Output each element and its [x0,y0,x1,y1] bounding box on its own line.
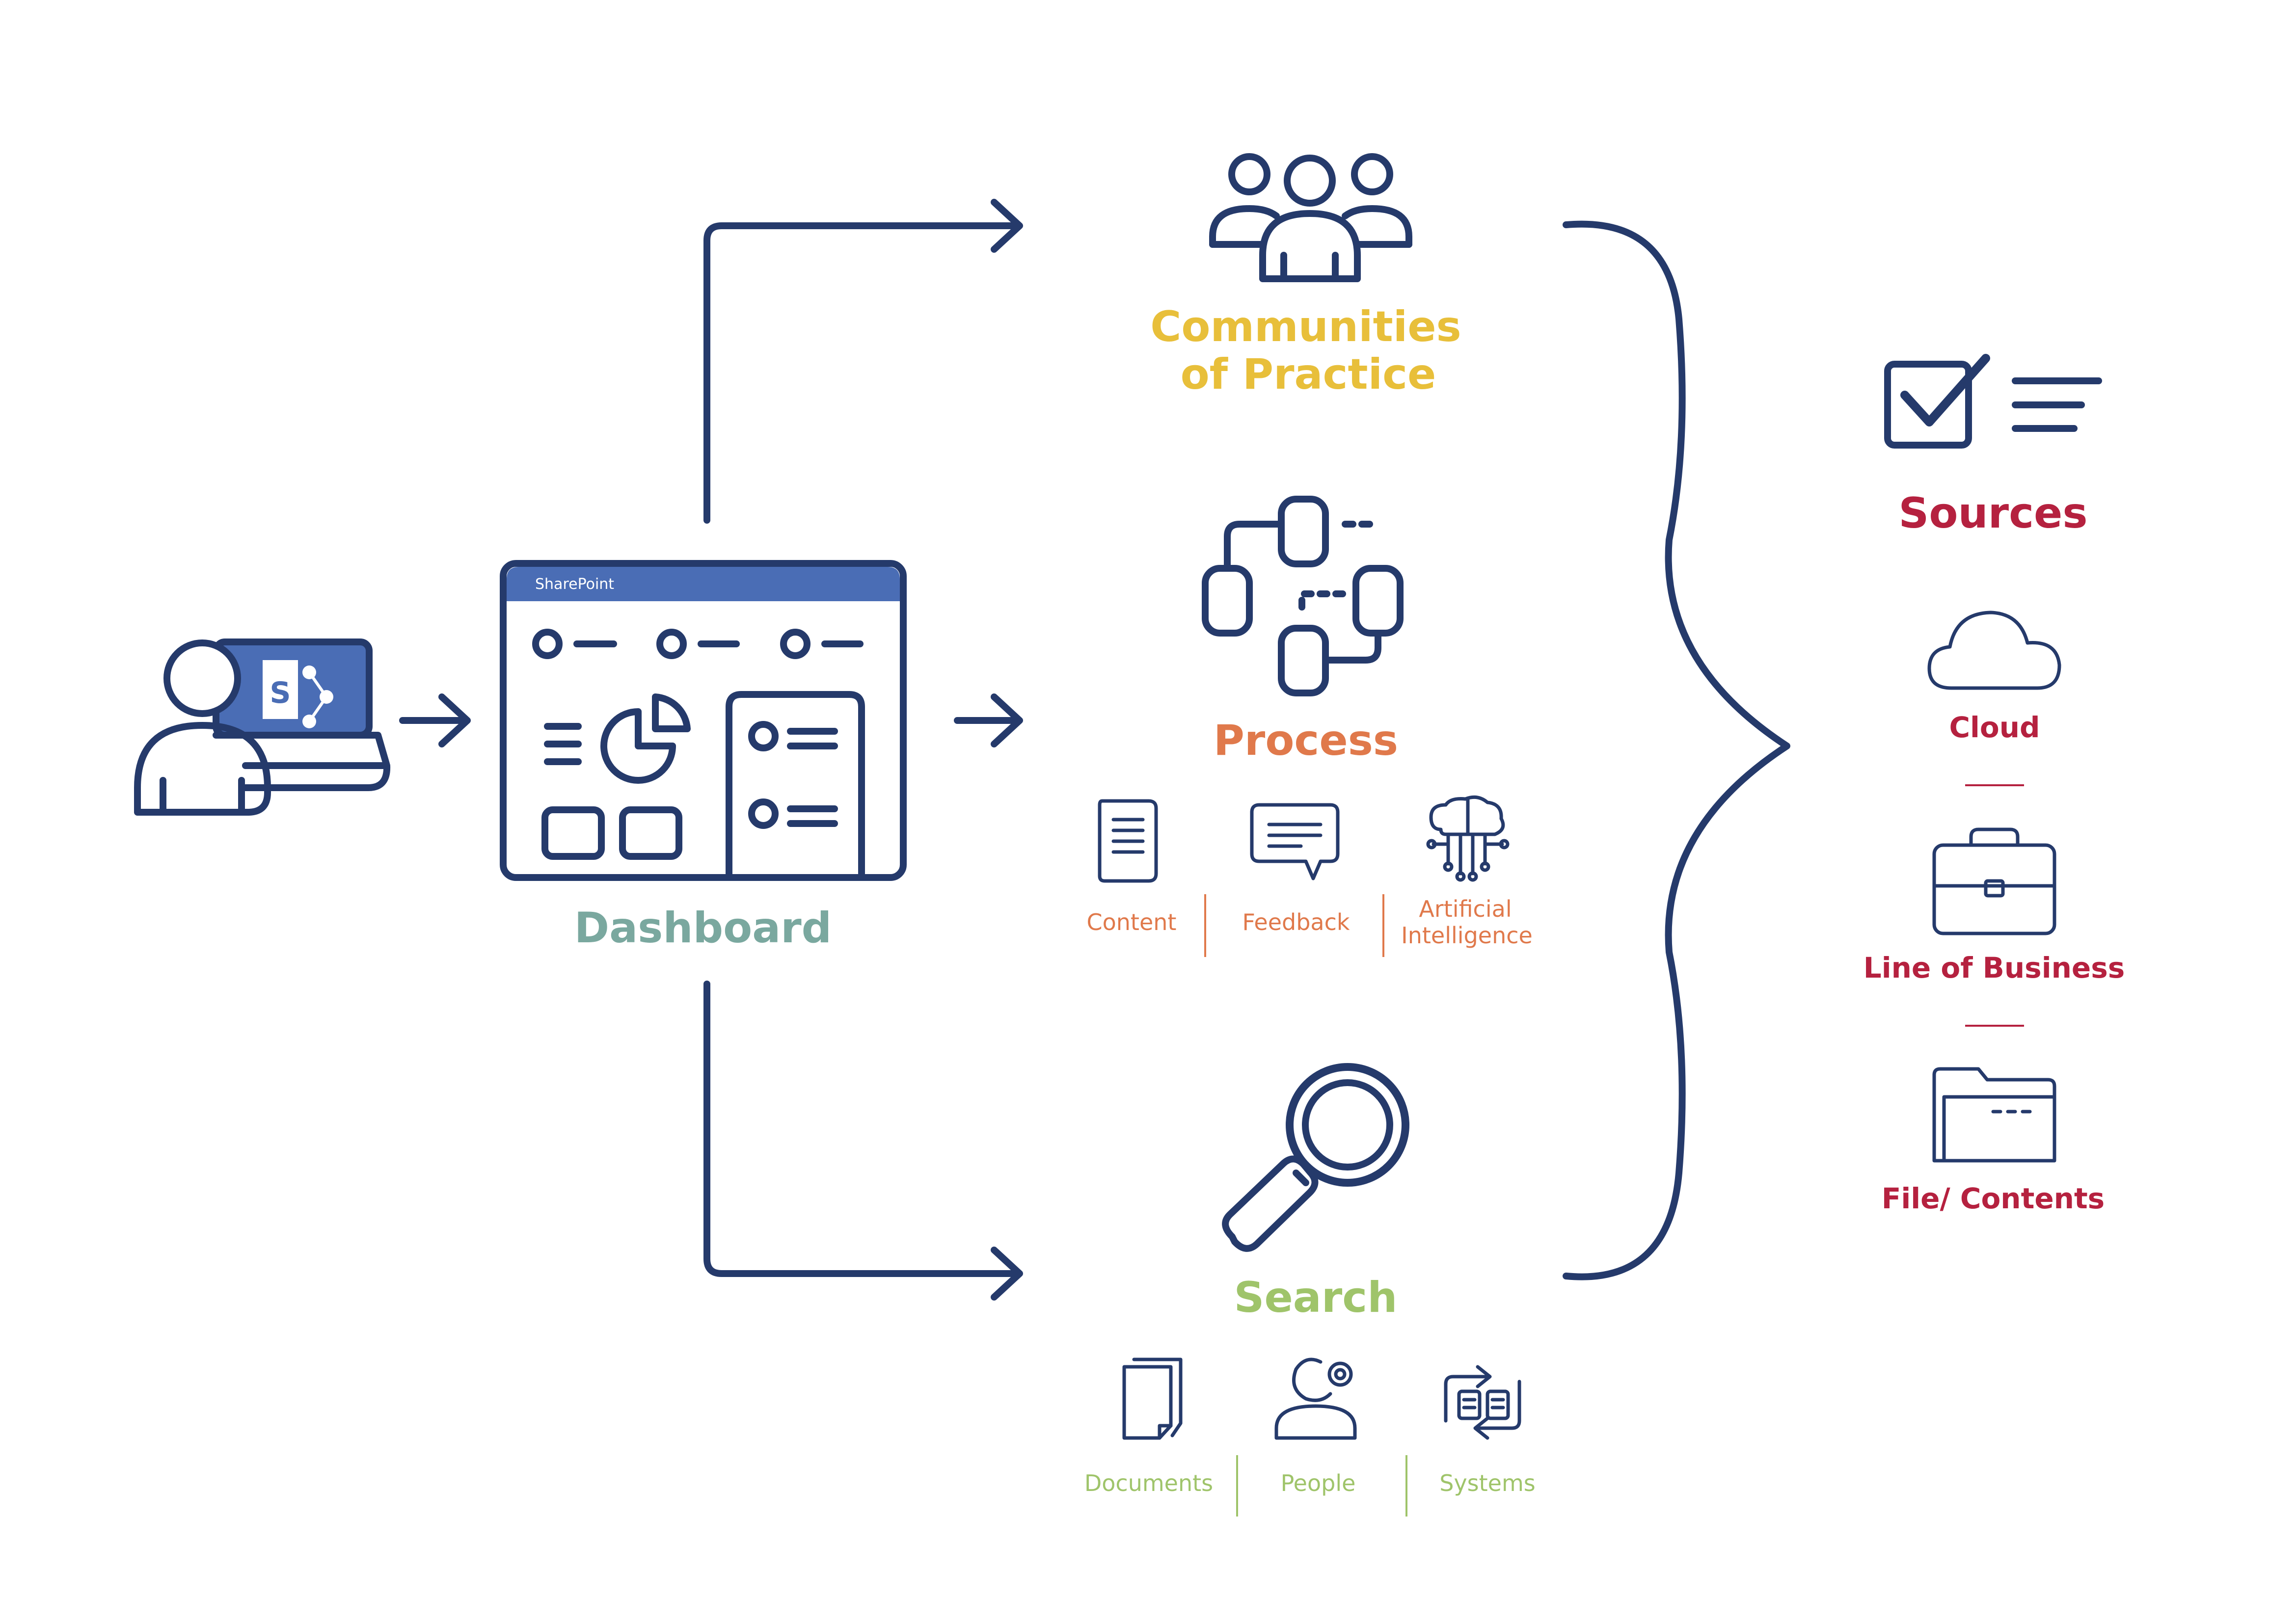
cloud-icon [1927,611,2061,690]
folder-icon [1932,1067,2056,1163]
group-icon [1209,153,1412,282]
speech-bubble-icon [1250,803,1340,880]
process-item-ai-line2: Intelligence [1401,922,1533,949]
arrow-to-dashboard [399,693,471,747]
process-flow-icon [1202,496,1404,696]
curly-brace [1563,220,1790,1280]
arrow-to-communities [703,199,1023,524]
dashboard-label: Dashboard [574,904,832,953]
dashboard-window: SharePoint [500,560,907,881]
user-laptop-sharepoint-icon: S [134,639,391,816]
briefcase-icon [1932,827,2056,935]
search-item-documents: Documents [1084,1470,1213,1496]
sources-item-files: File/ Contents [1882,1182,2105,1215]
window-title: SharePoint [535,576,614,593]
checklist-icon [1884,354,2102,449]
arrow-to-search [703,981,1023,1301]
process-item-feedback: Feedback [1242,909,1350,935]
sources-item-cloud: Cloud [1949,711,2040,744]
process-item-content: Content [1087,909,1177,935]
search-label: Search [1234,1273,1398,1322]
search-item-systems: Systems [1439,1470,1536,1496]
document-icon [1098,799,1158,883]
magnifier-icon [1222,1063,1409,1252]
sources-title: Sources [1898,489,2087,538]
arrow-to-process [954,693,1023,747]
documents-icon [1122,1357,1183,1440]
communities-label-line2: of Practice [1181,350,1436,399]
process-item-ai-line1: Artificial [1419,896,1512,922]
systems-sync-icon [1444,1365,1521,1440]
person-gear-icon [1274,1357,1357,1440]
search-item-people: People [1281,1470,1356,1496]
ai-brain-icon [1426,795,1510,882]
sources-item-lob: Line of Business [1864,951,2125,984]
svg-text:S: S [270,676,291,710]
communities-label-line1: Communities [1150,302,1461,351]
process-label: Process [1214,716,1398,765]
